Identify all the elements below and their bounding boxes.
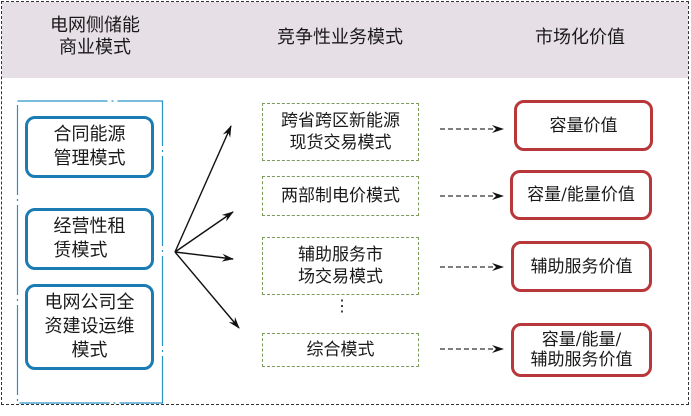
- header-line: 电网侧储能: [50, 15, 140, 36]
- business-models-frame: [16, 100, 164, 404]
- ellipsis-vertical: ⋮: [334, 296, 350, 315]
- fan-arrow-2: [174, 211, 234, 253]
- box-text: 模式: [71, 340, 108, 361]
- box-text: 容量价值: [549, 115, 618, 136]
- box-text: 两部制电价模式: [281, 186, 400, 206]
- box-text: 辅助服务市: [298, 245, 383, 265]
- header-band: [2, 2, 688, 78]
- competitive-model-cross-region-spot: 跨省跨区新能源 现货交易模式: [262, 103, 419, 161]
- fan-arrow-1: [174, 125, 232, 253]
- header-business-models: 电网侧储能 商业模式: [40, 15, 150, 59]
- market-value-ancillary: 辅助服务价值: [511, 241, 652, 292]
- competitive-model-combined: 综合模式: [262, 333, 419, 367]
- fan-arrow-4: [174, 251, 240, 329]
- box-text: 资建设运维: [44, 316, 135, 337]
- market-value-capacity: 容量价值: [514, 100, 653, 151]
- competitive-model-two-part-tariff: 两部制电价模式: [262, 176, 419, 216]
- market-value-combined: 容量/能量/ 辅助服务价值: [511, 323, 652, 377]
- box-text: 容量/能量/: [541, 330, 622, 350]
- box-text: 综合模式: [306, 340, 375, 360]
- fan-arrow-3: [174, 251, 234, 262]
- box-text: 电网公司全: [44, 292, 135, 313]
- box-text: 辅助服务价值: [530, 256, 633, 277]
- header-competitive-models: 竞争性业务模式: [277, 27, 403, 48]
- box-text: 容量/能量价值: [527, 185, 635, 205]
- box-text: 场交易模式: [298, 267, 383, 287]
- box-text: 现货交易模式: [289, 133, 392, 153]
- box-text: 合同能源: [53, 124, 126, 145]
- business-model-leasing: 经营性租 赁模式: [25, 208, 154, 270]
- box-text: 赁模式: [53, 240, 108, 261]
- header-market-value: 市场化价值: [535, 27, 625, 48]
- business-model-contract-energy: 合同能源 管理模式: [25, 116, 154, 178]
- competitive-model-ancillary-market: 辅助服务市 场交易模式: [262, 237, 419, 295]
- box-text: 跨省跨区新能源: [281, 111, 400, 131]
- business-model-grid-full-investment: 电网公司全 资建设运维 模式: [25, 284, 154, 370]
- box-text: 经营性租: [53, 216, 126, 237]
- header-line: 商业模式: [59, 37, 131, 58]
- box-text: 管理模式: [53, 148, 126, 169]
- market-value-capacity-energy: 容量/能量价值: [510, 170, 652, 220]
- diagram-frame: [1, 1, 689, 405]
- box-text: 辅助服务价值: [530, 350, 633, 370]
